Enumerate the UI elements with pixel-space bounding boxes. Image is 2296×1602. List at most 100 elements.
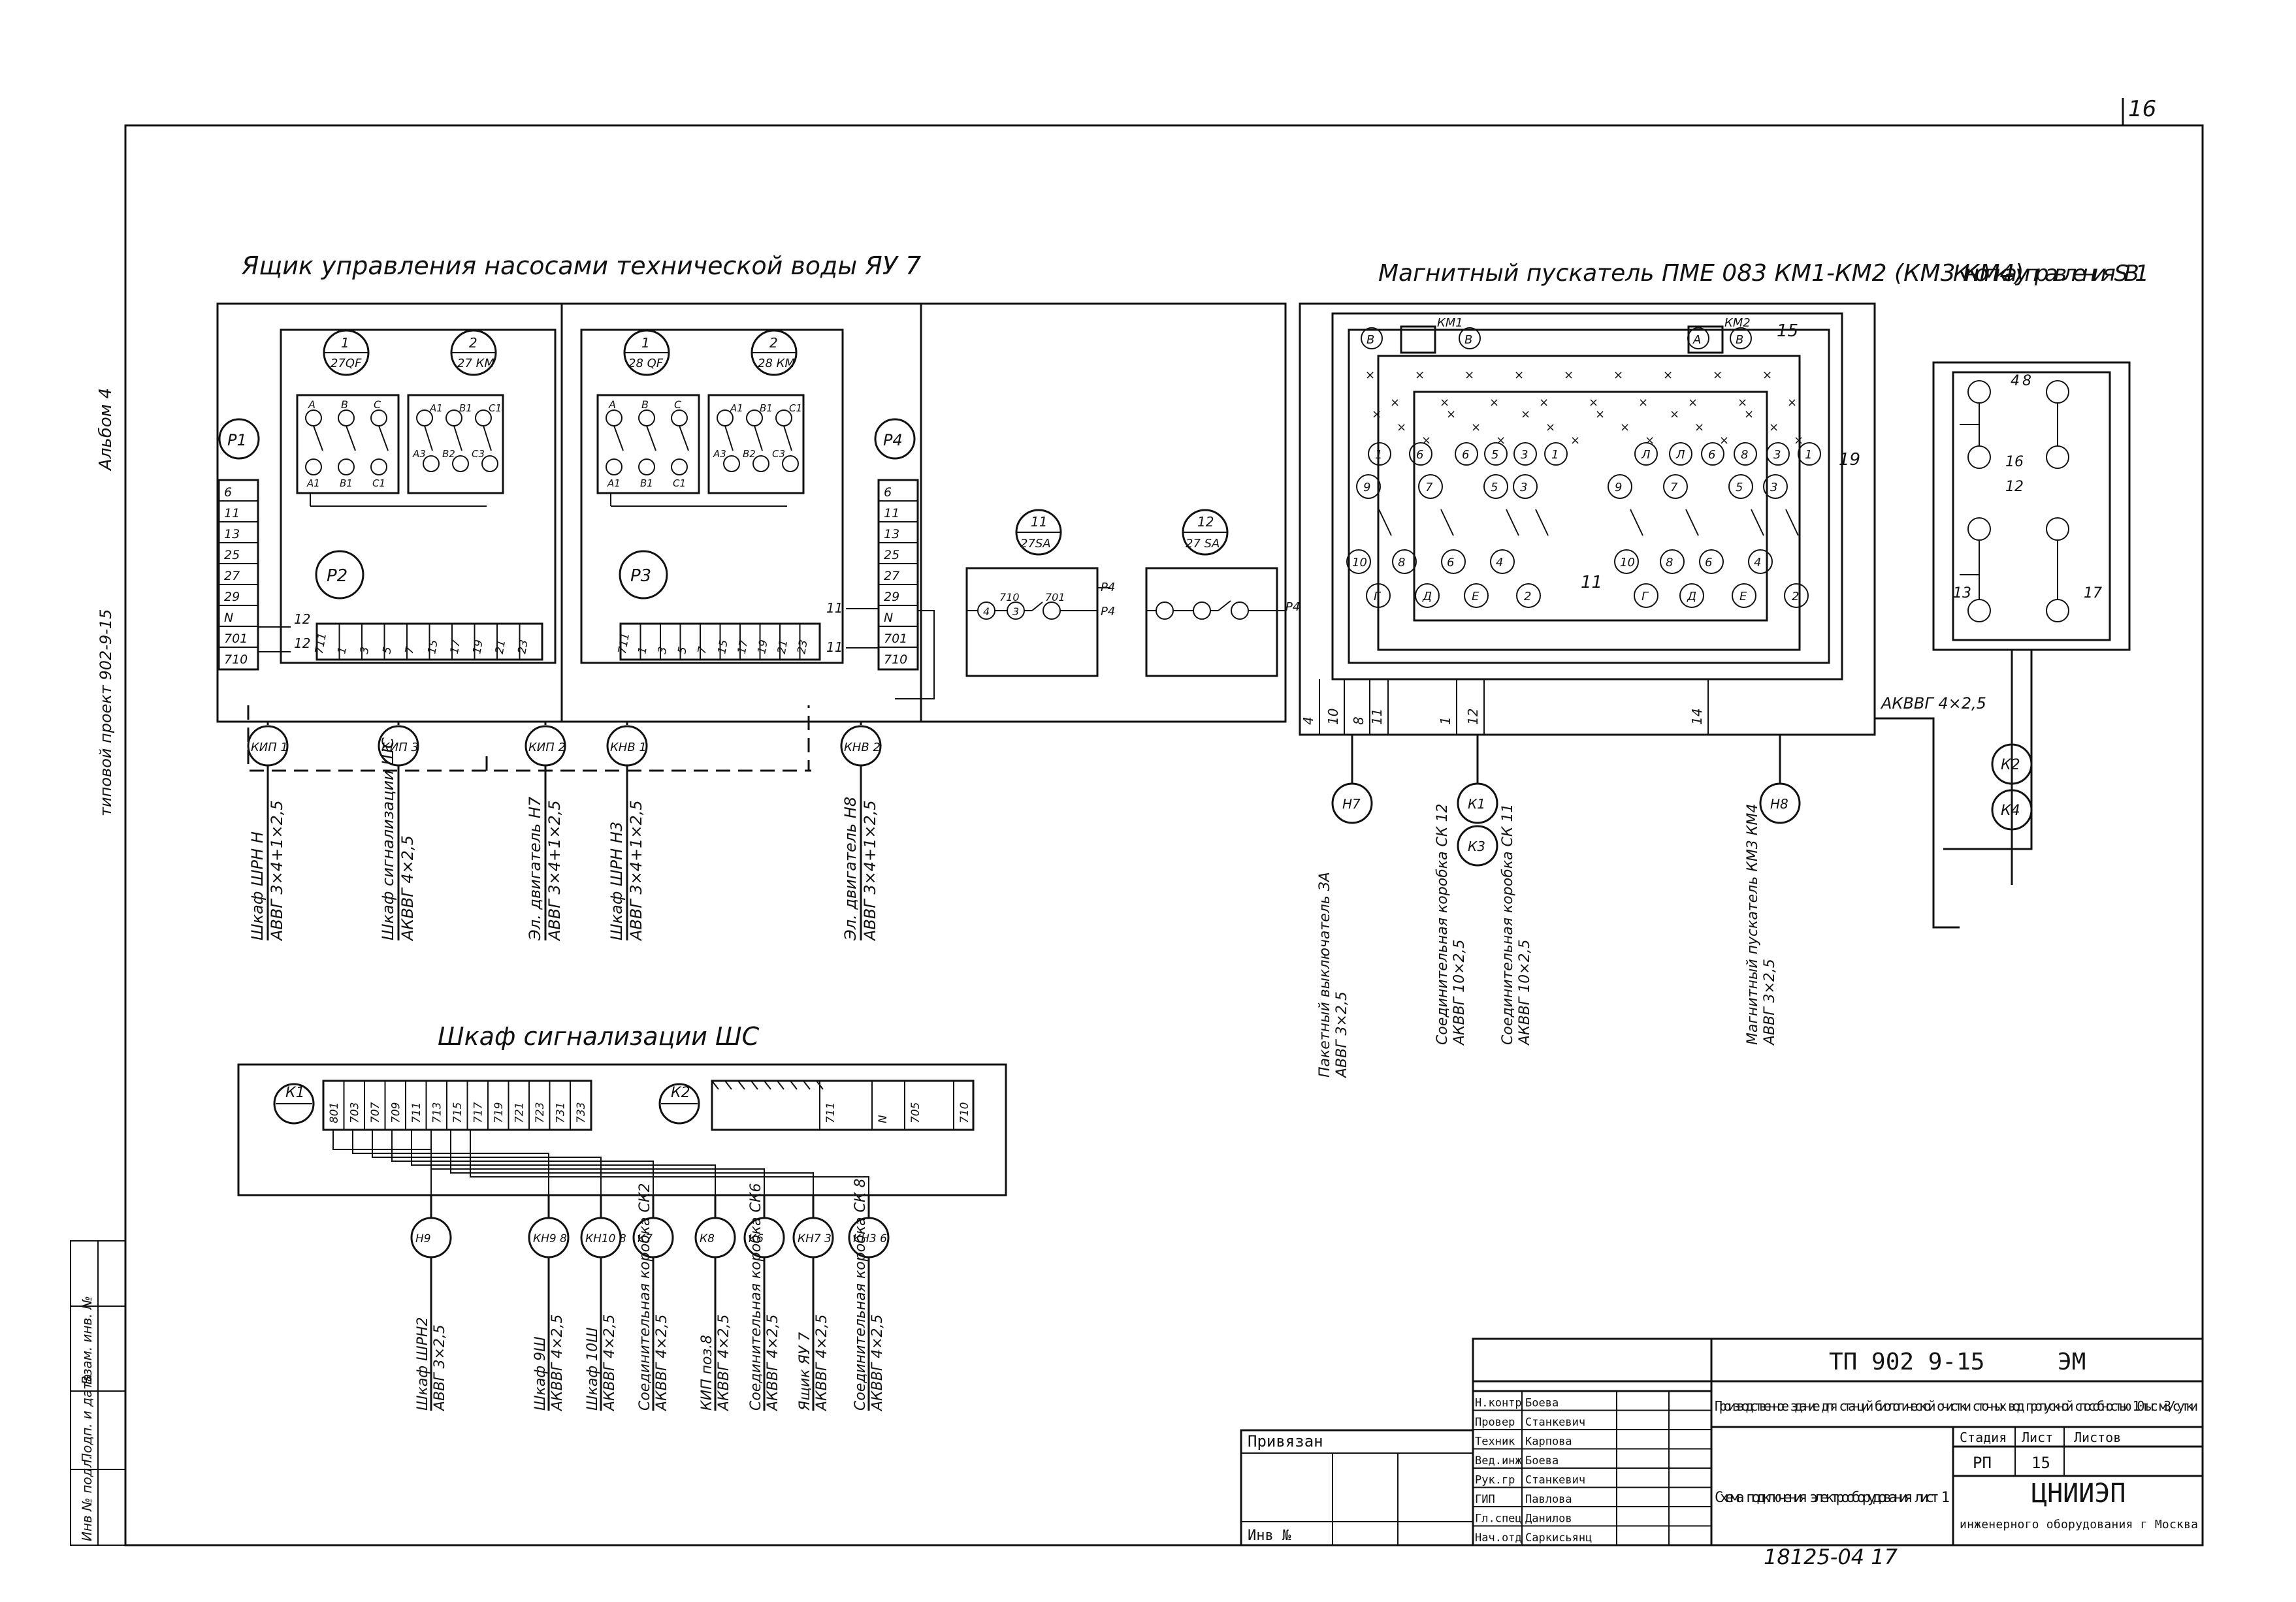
button-node-k4	[1991, 789, 2033, 831]
starter-r2-label: 9	[1363, 481, 1370, 494]
starter-r4-label: Е	[1472, 590, 1479, 603]
starter-r3-label: 10	[1620, 556, 1635, 569]
starter-node-r1	[1544, 442, 1568, 466]
starter-node-cable: АКВВГ 10×2,5	[1517, 939, 1533, 1046]
button-contact	[1967, 599, 1991, 622]
contact-bottom	[305, 458, 322, 475]
contact-top-label: А	[308, 398, 315, 411]
sheet-frame	[124, 124, 2204, 1546]
btn-n12: 12	[2005, 479, 2024, 495]
mark-11: 11	[1581, 573, 1602, 592]
starter-node-desc: Соединительная коробка СК 12	[1434, 804, 1451, 1046]
contact-bottom-label: А1	[607, 477, 621, 489]
strip-term: 23	[795, 639, 810, 655]
km-bottom-label: В2	[743, 448, 756, 460]
starter-title: Магнитный пускатель ПМЕ 083 КМ1-КМ2 (КМ3…	[1378, 260, 2024, 287]
sig-term-b: 705	[909, 1102, 922, 1123]
strip-term: 19	[755, 639, 770, 655]
km-top-label: В1	[459, 402, 472, 414]
starter-r4-label: Д	[1687, 590, 1696, 603]
terminal-label: 11	[224, 506, 240, 521]
starter-r4-label: 2	[1524, 590, 1531, 603]
signal-node-desc: КИП поз.8	[699, 1335, 715, 1411]
starter-node-r1	[1455, 442, 1478, 466]
signal-node-id: К7	[638, 1232, 653, 1245]
signal-node-cable: АКВВГ 4×2,5	[716, 1314, 732, 1412]
km-top-label: В1	[760, 402, 773, 414]
tb-name: Боева	[1525, 1454, 1559, 1467]
node-desc: Шкаф сигнализации ШС	[379, 737, 397, 940]
contact-top	[638, 409, 655, 426]
strip-term: 1	[335, 646, 349, 655]
starter-r4-label: Г	[1374, 590, 1382, 603]
left-stamp: Инв № подл. Подп. и дата Взам. инв. №	[70, 1240, 126, 1546]
mark-15: 15	[1777, 321, 1798, 341]
qf2-num: 1	[641, 335, 650, 351]
node-id: КНВ 2	[844, 741, 881, 754]
tb-project: Производственное здание для станций биол…	[1715, 1398, 2198, 1414]
starter-top-label: В	[1464, 333, 1472, 347]
signal-node-cable: АКВВГ 4×2,5	[814, 1314, 830, 1412]
strip-term: 3	[656, 646, 670, 655]
starter-node-r3	[1614, 549, 1639, 574]
terminal-label: 13	[884, 527, 899, 541]
sig-term-a: 709	[390, 1102, 403, 1123]
starter-bottom-mark: 10	[1325, 709, 1341, 725]
starter-node-r3	[1392, 549, 1417, 574]
node-desc: Шкаф ШРН Н	[248, 831, 267, 940]
node-id: КИП 1	[251, 741, 288, 754]
terminal-label: 13	[224, 527, 240, 541]
starter-bottom-mark: 8	[1351, 716, 1366, 725]
starter-node-cable: АВВГ 3×2,5	[1762, 959, 1778, 1046]
km-top-label: С1	[489, 402, 502, 414]
starter-r1-label: Л	[1675, 448, 1685, 462]
sig-term-a: 723	[534, 1102, 547, 1123]
starter-cable: АКВВГ 4×2,5	[1880, 694, 1986, 713]
sa1-num: 11	[1031, 514, 1047, 530]
sig-term-b: 711	[824, 1102, 837, 1123]
qf2-label: 28 QF	[628, 357, 664, 370]
sig-term-a: 707	[369, 1102, 382, 1123]
page-number: 16	[2128, 96, 2156, 122]
cross-mark: ×	[1514, 368, 1524, 382]
starter-top-label: В	[1366, 333, 1374, 347]
signal-title: Шкаф сигнализации ШС	[438, 1022, 760, 1051]
tb-sheets-h: Листов	[2074, 1430, 2121, 1445]
contact-bottom	[370, 458, 387, 475]
km-bottom-label: В2	[442, 448, 455, 460]
cross-mark: ×	[1719, 434, 1729, 447]
button-contact	[2046, 380, 2069, 404]
signal-node-desc: Шкаф 10Ш	[585, 1327, 601, 1411]
tb-role: Н.контр	[1475, 1397, 1522, 1410]
cross-mark: ×	[1787, 396, 1797, 409]
cross-mark: ×	[1421, 434, 1431, 447]
starter-node-r2	[1483, 474, 1508, 499]
strip-term: 17	[448, 639, 463, 655]
p1-label: Р1	[227, 431, 247, 449]
sig-term-b: 710	[958, 1102, 971, 1123]
tb-sheet: 15	[2031, 1454, 2050, 1472]
cross-mark: ×	[1694, 421, 1704, 434]
cross-mark: ×	[1570, 434, 1580, 447]
starter-node-id: К3	[1468, 839, 1485, 854]
contact-bottom-label: А1	[306, 477, 320, 489]
signal-node-desc: Соединительная коробка СК 8	[852, 1179, 869, 1411]
starter-node-r3	[1441, 549, 1466, 574]
km-bottom	[752, 455, 769, 472]
starter-r3-label: 6	[1705, 556, 1712, 569]
signal-node-id: КН3 6	[853, 1232, 887, 1245]
starter-node-id: Н7	[1342, 796, 1361, 812]
cross-mark: ×	[1390, 396, 1400, 409]
sig-term-a: 721	[513, 1102, 526, 1123]
privyazan-label: Привязан	[1248, 1432, 1323, 1450]
tb-name: Данилов	[1525, 1513, 1572, 1526]
signal-node-cable: АВВГ 3×2,5	[432, 1324, 448, 1412]
p4-mark-c: Р4	[1285, 600, 1300, 614]
starter-node-r4	[1679, 583, 1704, 608]
button-contact	[2046, 599, 2069, 622]
contact-bottom-label: В1	[640, 477, 653, 489]
starter-node-desc: Пакетный выключатель ЗА	[1317, 872, 1333, 1078]
signal-node-desc: Ящик ЯУ 7	[797, 1332, 813, 1411]
sig-term-a: 731	[555, 1102, 568, 1123]
box-title: Ящик управления насосами технической вод…	[241, 251, 921, 280]
